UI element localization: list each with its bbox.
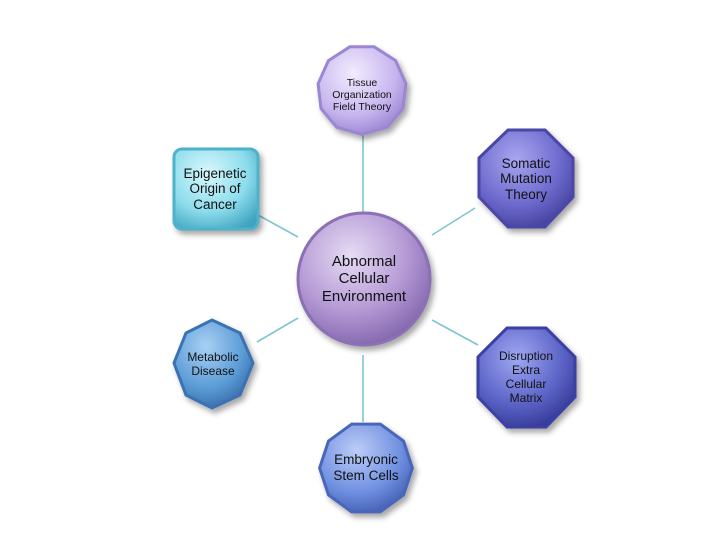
node-embryonic-shape [318, 422, 414, 514]
node-somatic-shape [477, 128, 575, 229]
center-node-shape [296, 211, 432, 347]
connector-somatic [431, 207, 476, 236]
connector-metabolic [256, 317, 299, 343]
connector-disruption [431, 319, 479, 346]
connector-epigenetic [257, 214, 299, 238]
connectors [256, 135, 479, 422]
node-disruption-shape [476, 326, 577, 429]
node-epigenetic-shape [172, 147, 260, 231]
node-tissue-shape [316, 45, 408, 137]
node-metabolic-shape [172, 318, 255, 410]
